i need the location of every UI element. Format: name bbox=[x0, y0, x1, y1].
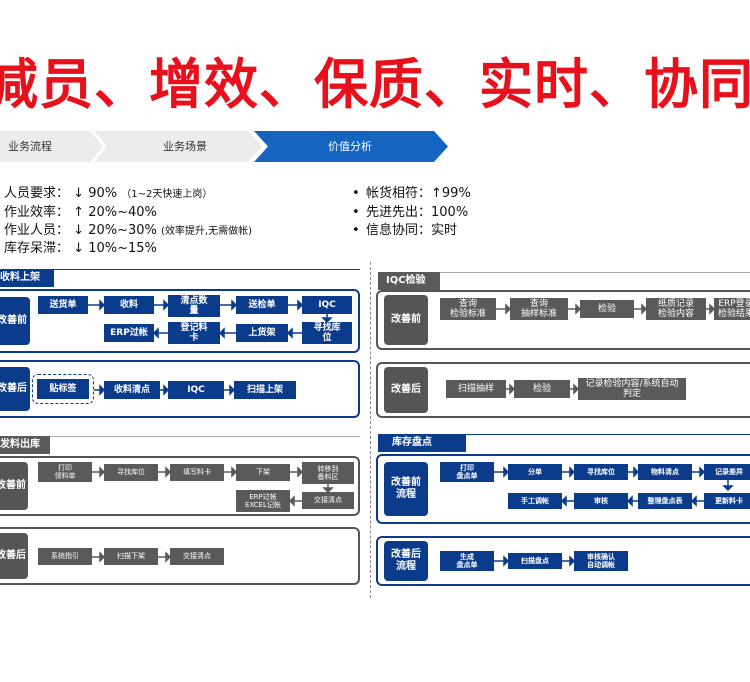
tab-business-scene[interactable]: 业务场景 bbox=[163, 140, 207, 153]
iqc-before-arrows bbox=[496, 303, 716, 315]
step-update-card: 更新料卡 bbox=[704, 493, 750, 509]
step-count-qty: 清点数 量 bbox=[168, 295, 220, 317]
iqc-rule bbox=[378, 272, 750, 273]
step-system-guide: 系统指引 bbox=[38, 548, 92, 565]
issuing-before-panel bbox=[0, 456, 360, 516]
step-erp-excel: ERP过帐 EXCEL记帐 bbox=[236, 490, 290, 512]
step-organize-sheet: 整理盘点表 bbox=[638, 493, 692, 509]
step-paper-record: 纸质记录 检验内容 bbox=[646, 298, 706, 320]
step-handover-after: 交接清点 bbox=[170, 548, 224, 565]
iqc-after-arrows bbox=[506, 383, 580, 395]
issuing-before-label: 改善前 bbox=[0, 462, 28, 510]
inventory-before-label: 改善前 流程 bbox=[384, 462, 428, 516]
receiving-after-panel bbox=[0, 360, 360, 418]
step-erp-post: ERP过帐 bbox=[104, 324, 154, 342]
step-scan-sample: 扫描抽样 bbox=[446, 380, 506, 398]
arrow-down-icon: ↓ bbox=[73, 186, 85, 201]
step-find-location-inv: 寻找库位 bbox=[574, 464, 628, 480]
step-record-auto-judge: 记录检验内容/系统自动 判定 bbox=[578, 378, 686, 400]
step-generate-count-sheet: 生成 盘点单 bbox=[440, 551, 494, 571]
inventory-tag: 库存盘点 bbox=[378, 434, 466, 452]
step-print-count-sheet: 打印 盘点单 bbox=[440, 462, 494, 482]
step-scan-shelve: 扫描上架 bbox=[234, 381, 296, 399]
arrow-down-icon: ↓ bbox=[73, 223, 85, 238]
step-shelve: 上货架 bbox=[236, 324, 288, 342]
iqc-before-panel bbox=[376, 290, 750, 350]
issuing-before-arrows bbox=[92, 466, 334, 507]
metric-staff-requirement: 人员要求： ↓ 90% （1~2天快速上岗） bbox=[4, 186, 213, 201]
tab-business-process[interactable]: 业务流程 bbox=[8, 140, 52, 153]
receiving-after-label: 改善后 bbox=[0, 367, 30, 411]
issuing-after-panel bbox=[0, 527, 360, 585]
receiving-tag: 收料上架 bbox=[0, 269, 54, 287]
step-print-picking: 打印 领料单 bbox=[38, 462, 92, 482]
arrow-down-icon: ↓ bbox=[73, 241, 85, 256]
step-inspection-note: 送检单 bbox=[236, 296, 288, 314]
step-audit: 审核 bbox=[574, 493, 628, 509]
step-audit-auto-adjust: 审核确认 自动调帐 bbox=[574, 551, 628, 571]
metric-work-efficiency: 作业效率： ↑ 20%~40% bbox=[4, 205, 157, 220]
step-inspect-after: 检验 bbox=[514, 380, 570, 398]
inventory-after-label: 改善后 流程 bbox=[384, 541, 428, 581]
tab-bar bbox=[0, 131, 448, 162]
iqc-before-label: 改善前 bbox=[384, 295, 428, 345]
metric-account-match: •帐货相符：↑99% bbox=[352, 186, 471, 201]
step-query-standard: 查询 检验标准 bbox=[440, 298, 496, 320]
tab-value-analysis-shape[interactable] bbox=[254, 131, 448, 162]
step-inspect: 检验 bbox=[580, 300, 634, 318]
step-fill-card: 填写料卡 bbox=[170, 464, 224, 481]
metric-fifo: •先进先出：100% bbox=[352, 205, 469, 220]
step-handover-count: 交接清点 bbox=[302, 492, 354, 509]
receiving-before-label: 改善前 bbox=[0, 297, 30, 345]
step-query-sampling: 查询 抽样标准 bbox=[510, 298, 568, 320]
iqc-after-label: 改善后 bbox=[384, 367, 428, 413]
step-scan-count: 扫描盘点 bbox=[508, 553, 562, 569]
step-apply-label: 贴标签 bbox=[37, 379, 89, 399]
issuing-tag: 发料出库 bbox=[0, 436, 50, 454]
step-find-location-issue: 寻找库位 bbox=[104, 464, 158, 481]
step-receive: 收料 bbox=[104, 296, 154, 314]
metric-stagnant-inventory: 库存呆滞： ↓ 10%~15% bbox=[4, 241, 157, 256]
receiving-rule bbox=[0, 269, 360, 270]
step-receive-count: 收料清点 bbox=[104, 381, 160, 399]
inventory-before-panel bbox=[376, 454, 750, 524]
page-title: 减员、增效、保质、实时、协同 bbox=[0, 53, 750, 116]
step-register-card: 登记料 卡 bbox=[168, 322, 220, 344]
step-find-location: 寻找库 位 bbox=[302, 322, 352, 344]
step-count-material: 物料清点 bbox=[638, 464, 692, 480]
inventory-after-arrows bbox=[494, 555, 576, 567]
step-erp-result: ERP登录 检验结果 bbox=[714, 298, 750, 320]
section-divider bbox=[370, 262, 371, 598]
metric-info-sync: •信息协同：实时 bbox=[352, 223, 458, 238]
step-record-diff: 记录差异 bbox=[704, 464, 750, 480]
inventory-rule bbox=[378, 434, 750, 435]
issuing-after-label: 改善后 bbox=[0, 533, 28, 579]
tab-business-scene-shape[interactable] bbox=[94, 131, 262, 162]
receiving-before-arrows bbox=[88, 299, 333, 339]
issuing-after-arrows bbox=[92, 551, 172, 563]
step-manual-adjust: 手工调帐 bbox=[508, 493, 562, 509]
iqc-after-panel bbox=[376, 362, 750, 418]
inventory-after-panel bbox=[376, 536, 750, 586]
receiving-after-arrows bbox=[94, 384, 236, 396]
step-iqc: IQC bbox=[302, 296, 352, 314]
issuing-rule bbox=[0, 436, 360, 437]
step-move-staging: 转移到 备料区 bbox=[302, 462, 354, 484]
step-iqc-after: IQC bbox=[168, 381, 224, 399]
inventory-before-arrows bbox=[494, 466, 734, 507]
metric-operators: 作业人员： ↓ 20%~30% (效率提升,无需做帐) bbox=[4, 223, 253, 238]
step-delivery-note: 送货单 bbox=[38, 296, 88, 314]
iqc-tag: IQC检验 bbox=[378, 272, 440, 290]
receiving-before-panel bbox=[0, 289, 360, 353]
step-scan-unshelve: 扫描下架 bbox=[104, 548, 158, 565]
step-split-sheet: 分单 bbox=[508, 464, 562, 480]
tab-business-process-shape[interactable] bbox=[0, 131, 103, 162]
arrow-up-icon: ↑ bbox=[73, 205, 85, 220]
step-label-highlight: 贴标签 bbox=[32, 374, 94, 404]
step-unshelve: 下架 bbox=[236, 464, 290, 481]
tab-value-analysis[interactable]: 价值分析 bbox=[328, 140, 372, 153]
